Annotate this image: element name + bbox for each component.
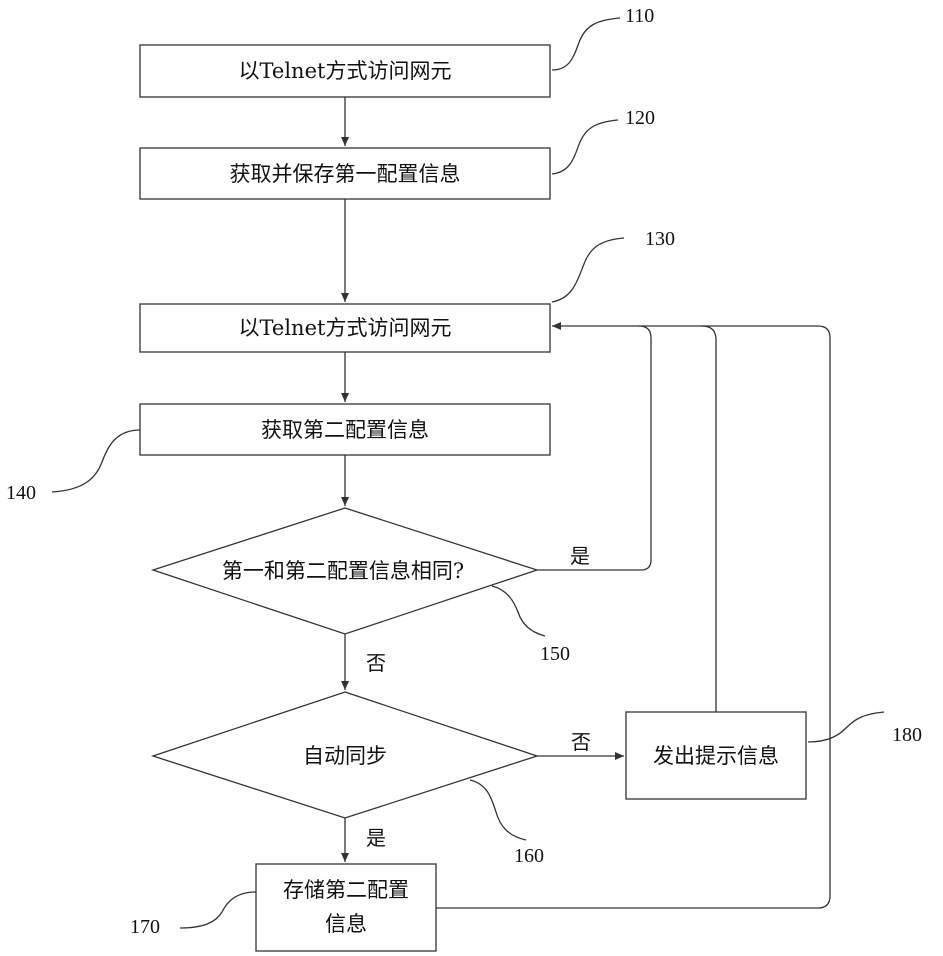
box-store-config2-label-line2: 信息 bbox=[325, 912, 367, 936]
box-access-ne-1-label: 以Telnet方式访问网元 bbox=[239, 59, 452, 83]
box-get-save-config1-label: 获取并保存第一配置信息 bbox=[230, 162, 461, 186]
leader-170 bbox=[180, 892, 256, 928]
ref-170: 170 bbox=[130, 916, 160, 938]
edge-label-compare-yes: 是 bbox=[570, 544, 590, 568]
box-get-config2-label: 获取第二配置信息 bbox=[261, 418, 429, 442]
loop-yes-to-130 bbox=[537, 326, 651, 570]
ref-110: 110 bbox=[625, 5, 654, 27]
edge-label-sync-no: 否 bbox=[571, 730, 591, 754]
decision-compare-configs-label: 第一和第二配置信息相同? bbox=[222, 559, 464, 583]
leader-150 bbox=[492, 586, 545, 636]
leader-110 bbox=[552, 18, 620, 70]
ref-130: 130 bbox=[645, 228, 675, 250]
edge-label-sync-yes: 是 bbox=[366, 826, 386, 850]
ref-140: 140 bbox=[6, 482, 36, 504]
leader-180 bbox=[808, 712, 884, 742]
ref-150: 150 bbox=[540, 643, 570, 665]
leader-140 bbox=[52, 430, 140, 492]
ref-120: 120 bbox=[625, 107, 655, 129]
leader-160 bbox=[470, 780, 526, 840]
edge-label-compare-no: 否 bbox=[366, 651, 386, 675]
box-send-prompt-label: 发出提示信息 bbox=[653, 744, 779, 768]
box-access-ne-2-label: 以Telnet方式访问网元 bbox=[239, 316, 452, 340]
box-store-config2-label-line1: 存储第二配置 bbox=[283, 878, 409, 902]
ref-180: 180 bbox=[892, 724, 922, 746]
ref-160: 160 bbox=[514, 845, 544, 867]
decision-auto-sync-label: 自动同步 bbox=[303, 744, 387, 768]
leader-120 bbox=[552, 120, 618, 174]
leader-130 bbox=[552, 238, 624, 302]
